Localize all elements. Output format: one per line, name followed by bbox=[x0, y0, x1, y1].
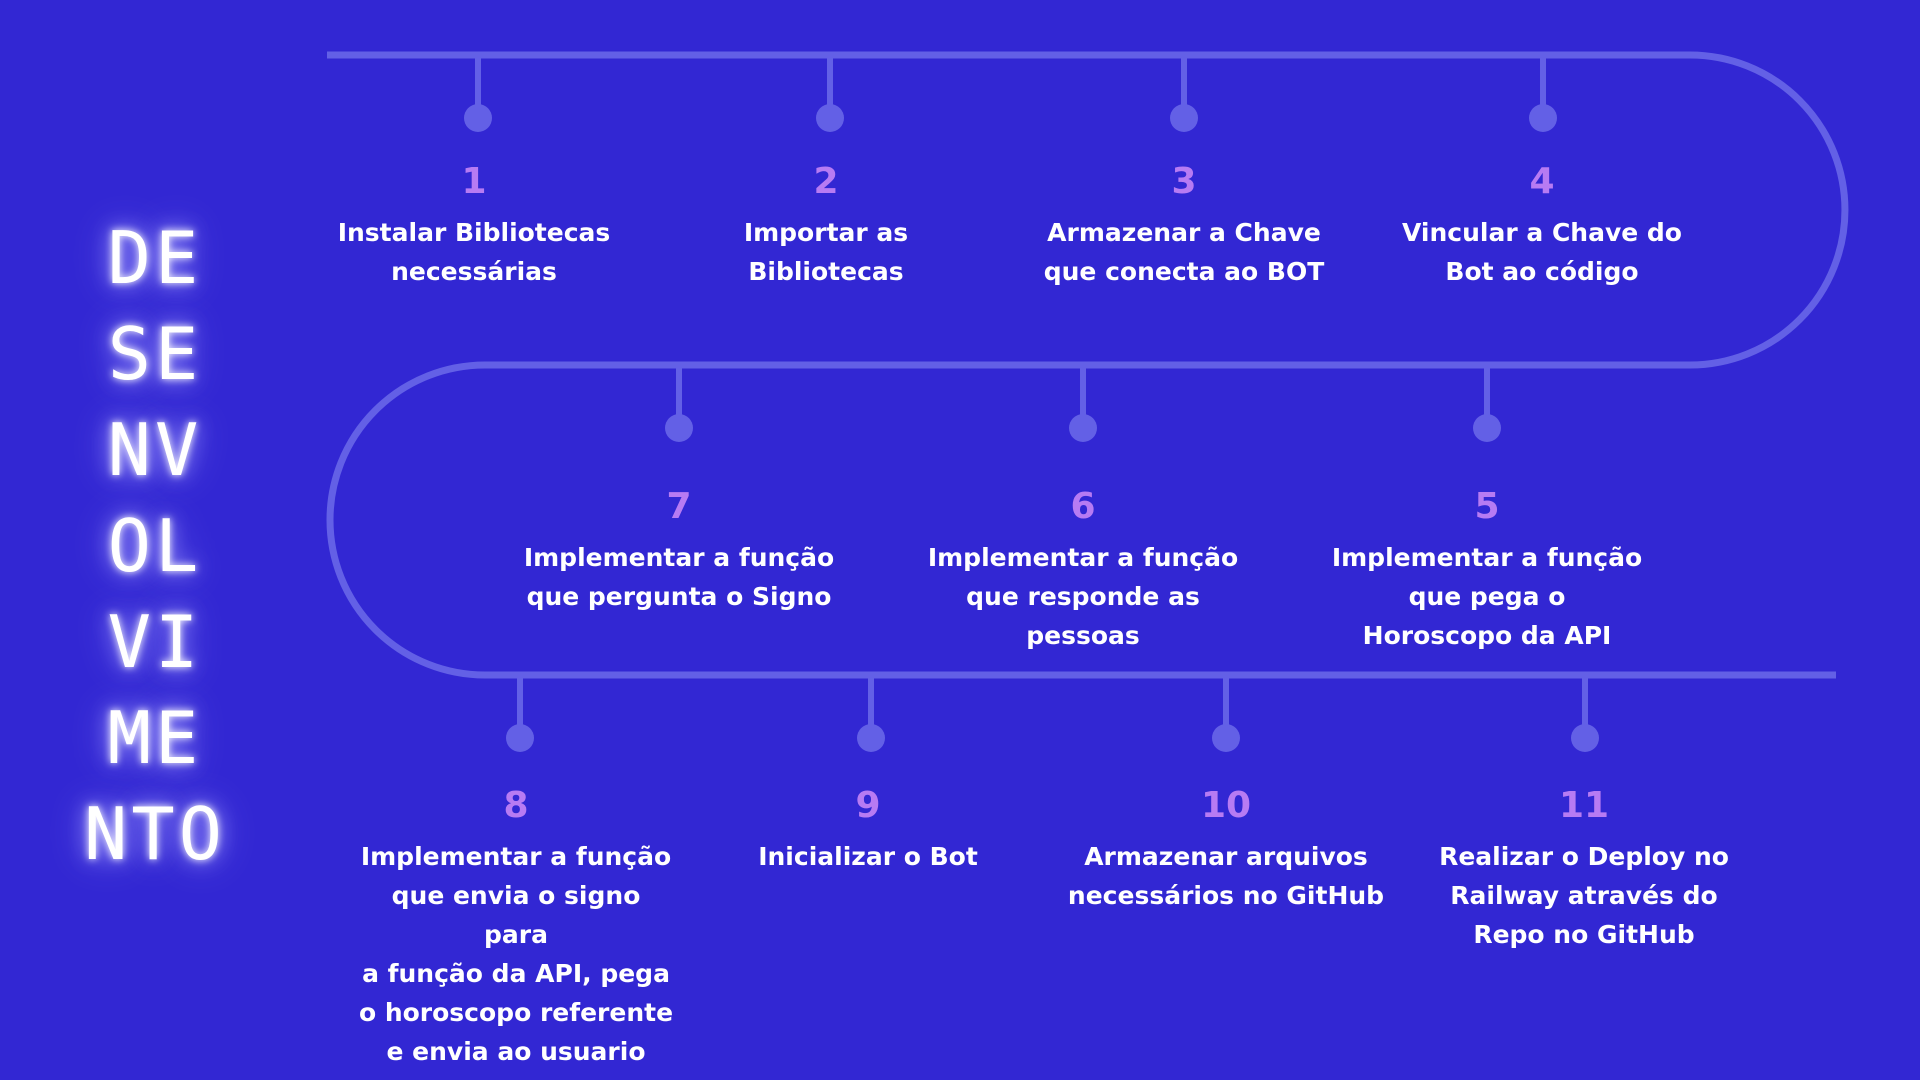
step-number: 10 bbox=[1200, 785, 1252, 826]
step-description: Instalar Bibliotecas necessárias bbox=[337, 218, 611, 286]
step-description: Realizar o Deploy no Railway através do … bbox=[1439, 842, 1729, 949]
step-number: 3 bbox=[1171, 161, 1197, 202]
timeline-markers bbox=[464, 55, 1599, 752]
step-9: 9 Inicializar o Bot bbox=[708, 786, 1028, 876]
title-syllable: OL bbox=[107, 504, 203, 588]
timeline-path bbox=[326, 51, 1849, 679]
step-4: 4 Vincular a Chave do Bot ao código bbox=[1382, 162, 1702, 291]
step-number: 1 bbox=[461, 161, 487, 202]
step-description: Armazenar arquivos necessários no GitHub bbox=[1067, 842, 1385, 910]
title-syllable: NV bbox=[107, 408, 203, 492]
marker-dot bbox=[1069, 414, 1097, 442]
step-description: Inicializar o Bot bbox=[758, 842, 978, 871]
step-number: 4 bbox=[1529, 161, 1555, 202]
step-6: 6 Implementar a função que responde as p… bbox=[923, 487, 1243, 655]
title-syllable: VI bbox=[107, 600, 203, 684]
step-1: 1 Instalar Bibliotecas necessárias bbox=[314, 162, 634, 291]
step-description: Implementar a função que envia o signo p… bbox=[358, 842, 674, 1066]
title-syllable: DE bbox=[107, 216, 203, 300]
step-7: 7 Implementar a função que pergunta o Si… bbox=[519, 487, 839, 616]
marker-dot bbox=[1529, 104, 1557, 132]
step-number: 9 bbox=[855, 785, 881, 826]
vertical-title: DE SE NV OL VI ME NTO bbox=[55, 210, 255, 882]
title-syllable: SE bbox=[107, 312, 203, 396]
marker-dot bbox=[1170, 104, 1198, 132]
step-10: 10 Armazenar arquivos necessários no Git… bbox=[1066, 786, 1386, 915]
step-description: Armazenar a Chave que conecta ao BOT bbox=[1043, 218, 1325, 286]
marker-dot bbox=[857, 724, 885, 752]
marker-dot bbox=[464, 104, 492, 132]
title-syllable: NTO bbox=[83, 792, 227, 876]
step-11: 11 Realizar o Deploy no Railway através … bbox=[1424, 786, 1744, 954]
marker-dot bbox=[665, 414, 693, 442]
step-number: 11 bbox=[1558, 785, 1610, 826]
step-description: Implementar a função que pega o Horoscop… bbox=[1331, 543, 1643, 650]
step-8: 8 Implementar a função que envia o signo… bbox=[356, 786, 676, 1071]
step-3: 3 Armazenar a Chave que conecta ao BOT bbox=[1024, 162, 1344, 291]
title-syllable: ME bbox=[107, 696, 203, 780]
step-number: 8 bbox=[503, 785, 529, 826]
step-number: 5 bbox=[1474, 486, 1500, 527]
step-number: 2 bbox=[813, 161, 839, 202]
step-2: 2 Importar as Bibliotecas bbox=[666, 162, 986, 291]
step-5: 5 Implementar a função que pega o Horosc… bbox=[1327, 487, 1647, 655]
marker-dot bbox=[1571, 724, 1599, 752]
marker-dot bbox=[1473, 414, 1501, 442]
marker-dot bbox=[1212, 724, 1240, 752]
step-number: 7 bbox=[666, 486, 692, 527]
marker-dot bbox=[506, 724, 534, 752]
step-description: Implementar a função que responde as pes… bbox=[927, 543, 1239, 650]
marker-dot bbox=[816, 104, 844, 132]
step-number: 6 bbox=[1070, 486, 1096, 527]
step-description: Vincular a Chave do Bot ao código bbox=[1402, 218, 1682, 286]
step-description: Importar as Bibliotecas bbox=[743, 218, 909, 286]
step-description: Implementar a função que pergunta o Sign… bbox=[523, 543, 835, 611]
